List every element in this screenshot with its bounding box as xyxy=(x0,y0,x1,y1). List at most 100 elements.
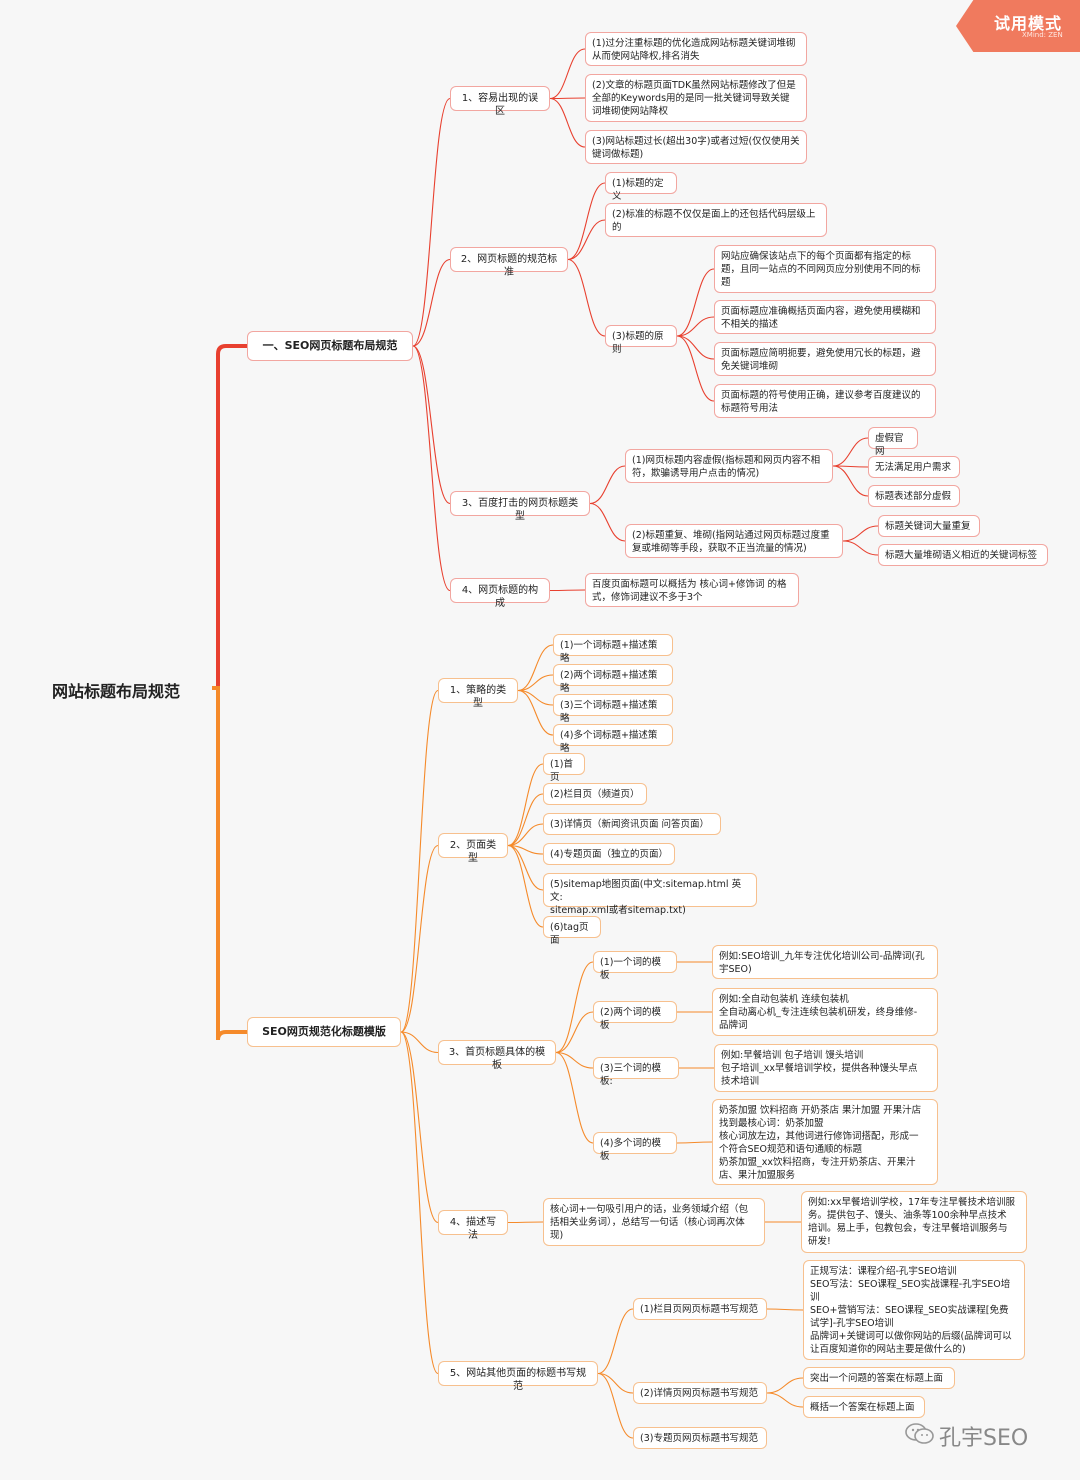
topic-baidu-penalized[interactable]: 3、百度打击的网页标题类型 xyxy=(450,491,590,522)
branch-connector xyxy=(766,1377,804,1394)
branch-connector xyxy=(676,316,715,337)
branch-connector xyxy=(555,1051,594,1144)
branch-connector xyxy=(517,689,554,736)
branch-connector xyxy=(507,844,544,928)
branch-connector xyxy=(555,1011,594,1054)
topic-three-word-example[interactable]: 例如:早餐培训 包子培训 馒头培训 包子培训_xx早餐培训学校，提供各种馒头早点… xyxy=(714,1044,938,1092)
topic-description-example[interactable]: 例如:xx早餐培训学校，17年专注早餐技术培训服 务。提供包子、馒头、油条等10… xyxy=(801,1191,1027,1253)
branch-connector xyxy=(832,465,869,497)
topic-title-stuffing[interactable]: (2)标题重复、堆砌(指网站通过网页标题过度重 复或堆砌等手段，获取不正当流量的… xyxy=(625,524,843,558)
branch-connector xyxy=(507,793,544,847)
branch-connector xyxy=(517,644,554,692)
topic-one-word-example[interactable]: 例如:SEO培训_九年专注优化培训公司-品牌词(孔 宇SEO) xyxy=(712,945,938,979)
branch-connector xyxy=(842,540,879,556)
branch-connector xyxy=(507,823,544,847)
topic-strategy-4[interactable]: (4)多个词标题+描述策略 xyxy=(553,724,673,754)
topic-description-writing[interactable]: 4、描述写法 xyxy=(438,1210,508,1241)
topic-mistake-2[interactable]: (2)文章的标题页面TDK虽然网站标题修改了但是 全部的Keywords用的是同… xyxy=(585,74,807,122)
topic-standard-code-level[interactable]: (2)标准的标题不仅仅是面上的还包括代码层级上 的 xyxy=(605,203,827,237)
branch-connector xyxy=(832,437,869,467)
branch-connector xyxy=(400,1031,439,1375)
topic-page-types[interactable]: 2、页面类型 xyxy=(438,833,508,864)
topic-title-principles[interactable]: (3)标题的原则 xyxy=(605,325,677,355)
topic-strategy-types[interactable]: 1、策略的类型 xyxy=(438,678,518,709)
topic-three-word-template[interactable]: (3)三个词的模板: xyxy=(593,1057,679,1087)
trial-mode-label: 试用模式 xyxy=(994,14,1063,33)
topic-detail-title-summary[interactable]: 概括一个答案在标题上面 xyxy=(803,1396,925,1418)
branch-connector xyxy=(549,97,586,148)
topic-sitemap-page[interactable]: (5)sitemap地图页面(中文:sitemap.html 英文: sitem… xyxy=(543,873,757,916)
branch-connector xyxy=(549,48,586,100)
branch-connector xyxy=(412,345,451,592)
topic-seo-title-layout[interactable]: 一、SEO网页标题布局规范 xyxy=(247,331,413,361)
xmind-brand-label: XMind: ZEN xyxy=(1022,31,1063,39)
topic-common-mistakes[interactable]: 1、容易出现的误区 xyxy=(450,86,550,117)
topic-strategy-1[interactable]: (1)一个词标题+描述策略 xyxy=(553,634,673,664)
topic-column-title-rule[interactable]: (1)栏目页网页标题书写规范 xyxy=(633,1298,767,1320)
topic-title-definition[interactable]: (1)标题的定义 xyxy=(605,172,677,202)
topic-fake-official-site[interactable]: 虚假官网 xyxy=(868,427,918,457)
branch-connector xyxy=(400,689,439,1033)
topic-detail-title-answer[interactable]: 突出一个问题的答案在标题上面 xyxy=(803,1367,955,1389)
topic-keyword-repeat[interactable]: 标题关键词大量重复 xyxy=(878,515,980,537)
branch-connector xyxy=(507,1221,544,1224)
branch-connector xyxy=(412,97,451,347)
branch-connector xyxy=(597,1308,634,1375)
topic-homepage[interactable]: (1)首页 xyxy=(543,753,585,783)
topic-partial-false[interactable]: 标题表述部分虚假 xyxy=(868,485,960,507)
topic-homepage-templates[interactable]: 3、首页标题具体的模板 xyxy=(438,1040,556,1071)
branch-connector xyxy=(597,1372,634,1394)
topic-principle-3[interactable]: 页面标题应简明扼要，避免使用冗长的标题，避 免关键词堆砌 xyxy=(714,342,936,376)
topic-similar-keyword-stuffing[interactable]: 标题大量堆砌语义相近的关键词标签 xyxy=(878,544,1048,566)
branch-connector xyxy=(549,97,586,100)
topic-column-page[interactable]: (2)栏目页（频道页） xyxy=(543,783,647,805)
topic-principle-1[interactable]: 网站应确保该站点下的每个页面都有指定的标 题，且同一站点的不同网页应分别使用不同… xyxy=(714,245,936,293)
root-topic[interactable]: 网站标题布局规范 xyxy=(52,682,181,701)
topic-principle-4[interactable]: 页面标题的符号使用正确，建议参考百度建议的 标题符号用法 xyxy=(714,384,936,418)
trunk-connector xyxy=(212,686,247,1041)
topic-unmet-needs[interactable]: 无法满足用户需求 xyxy=(868,456,960,478)
topic-special-page[interactable]: (4)专题页面（独立的页面） xyxy=(543,843,675,865)
topic-multi-word-example[interactable]: 奶茶加盟 饮料招商 开奶茶店 果汁加盟 开果汁店 找到最核心词：奶茶加盟 核心词… xyxy=(712,1099,938,1185)
topic-multi-word-template[interactable]: (4)多个词的模板 xyxy=(593,1132,677,1162)
wechat-icon xyxy=(905,1423,934,1444)
branch-connector xyxy=(517,674,554,692)
branch-connector xyxy=(676,335,715,360)
branch-connector xyxy=(567,182,606,261)
branch-connector xyxy=(842,525,879,542)
topic-other-pages-titles[interactable]: 5、网站其他页面的标题书写规范 xyxy=(438,1361,598,1392)
topic-mistake-3[interactable]: (3)网站标题过长(超出30字)或者过短(仅仅使用关 键词做标题) xyxy=(585,130,807,164)
topic-strategy-3[interactable]: (3)三个词标题+描述策略 xyxy=(553,694,673,724)
topic-description-formula[interactable]: 核心词+一句吸引用户的话，业务领域介绍（包 括相关业务词），总结写一句话（核心词… xyxy=(543,1198,765,1246)
branch-connector xyxy=(507,763,544,847)
branch-connector xyxy=(555,961,594,1054)
trial-mode-badge[interactable]: 试用模式 XMind: ZEN xyxy=(956,0,1080,52)
topic-mistake-1[interactable]: (1)过分注重标题的优化造成网站标题关键词堆砌 从而使网站降权,排名消失 xyxy=(585,32,807,66)
branch-connector xyxy=(400,1031,439,1224)
topic-seo-title-templates[interactable]: SEO网页规范化标题模版 xyxy=(247,1017,401,1047)
topic-title-composition[interactable]: 4、网页标题的构成 xyxy=(450,578,550,609)
topic-false-title[interactable]: (1)网页标题内容虚假(指标题和网页内容不相 符，欺骗诱导用户点击的情况) xyxy=(625,449,833,483)
topic-strategy-2[interactable]: (2)两个词标题+描述策略 xyxy=(553,664,673,694)
topic-two-word-example[interactable]: 例如:全自动包装机 连续包装机 全自动离心机_专注连续包装机研发，终身维修- 品… xyxy=(712,988,938,1036)
branch-connector xyxy=(676,1141,713,1144)
topic-special-title-rule[interactable]: (3)专题页网页标题书写规范 xyxy=(633,1427,767,1449)
branch-connector xyxy=(589,465,626,505)
topic-detail-title-rule[interactable]: (2)详情页网页标题书写规范 xyxy=(633,1382,767,1404)
topic-composition-format[interactable]: 百度页面标题可以概括为 核心词+修饰词 的格 式，修饰词建议不多于3个 xyxy=(585,573,799,607)
branch-connector xyxy=(555,1051,594,1069)
watermark: 孔宇SEO xyxy=(905,1418,1055,1451)
topic-one-word-template[interactable]: (1)一个词的模板 xyxy=(593,951,677,981)
topic-principle-2[interactable]: 页面标题应准确概括页面内容，避免使用模糊和 不相关的描述 xyxy=(714,300,936,334)
branch-connector xyxy=(507,844,544,891)
topic-two-word-template[interactable]: (2)两个词的模板 xyxy=(593,1001,677,1031)
trunk-connector xyxy=(212,344,247,690)
topic-title-standard[interactable]: 2、网页标题的规范标准 xyxy=(450,247,568,278)
branch-connector xyxy=(412,258,451,347)
topic-tag-page[interactable]: (6)tag页面 xyxy=(543,916,601,946)
topic-column-title-examples[interactable]: 正规写法：课程介绍-孔宇SEO培训 SEO写法：SEO课程_SEO实战课程-孔宇… xyxy=(803,1260,1025,1360)
branch-connector xyxy=(412,345,451,505)
topic-detail-page[interactable]: (3)详情页（新闻资讯页面 问答页面） xyxy=(543,813,721,835)
